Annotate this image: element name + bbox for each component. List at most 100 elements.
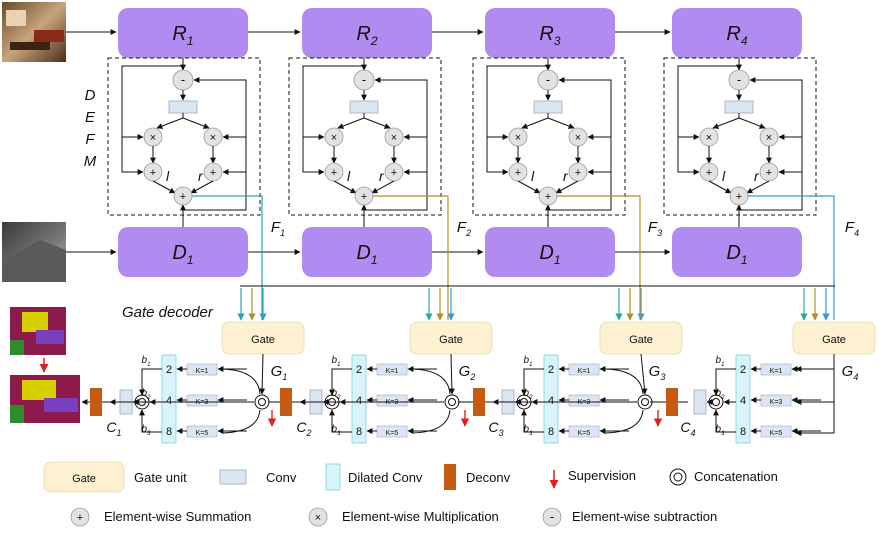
depth-input-image xyxy=(2,222,66,282)
legend-dilated-label: Dilated Conv xyxy=(348,470,423,485)
defm-letter-1: D xyxy=(85,87,96,104)
legend-sum-label: Element-wise Summation xyxy=(104,509,251,524)
concat-inner-4 xyxy=(712,398,720,406)
legend-deconv-swatch xyxy=(444,464,456,490)
dilation-rate-3-1: 2 xyxy=(548,364,554,376)
branch-label-4-1: b1 xyxy=(716,355,725,368)
left-multiplication-op-4: × xyxy=(699,127,719,147)
gate-box-label-4: Gate xyxy=(822,334,846,346)
deconv-block-1 xyxy=(90,388,102,416)
gate-to-concat-arrow-3 xyxy=(640,353,648,395)
dilated-conv-column-3 xyxy=(543,354,559,444)
right-branch-label-3: r xyxy=(563,168,569,184)
kernel-label-1-3: K=5 xyxy=(196,430,209,437)
dilated-conv-column-1 xyxy=(161,354,177,444)
legend-sum-symbol: + xyxy=(77,512,83,524)
dilation-rate-2-1: 2 xyxy=(356,364,362,376)
legend-mul-circle xyxy=(308,507,328,527)
branch-label-1-3: b3 xyxy=(142,424,152,437)
branch-label-2-1: b1 xyxy=(332,355,341,368)
gate-concat-outer-3 xyxy=(637,394,653,410)
feature-lines xyxy=(192,195,835,321)
subtraction-op-1-symbol: - xyxy=(181,72,185,87)
decoder-output-label-2: C2 xyxy=(296,419,311,438)
subtraction-op-2-symbol: - xyxy=(362,72,366,87)
legend-gate-box-label: Gate xyxy=(72,473,96,485)
gate-output-label-4: G4 xyxy=(842,363,859,382)
legend-conv-label: Conv xyxy=(266,470,297,485)
subtraction-op-1: - xyxy=(172,69,194,91)
right-summation-op-4: + xyxy=(759,162,779,182)
dilation-rate-1-2: 4 xyxy=(166,395,172,407)
left-multiplication-op-2-symbol: × xyxy=(331,132,337,144)
left-multiplication-op-1: × xyxy=(143,127,163,147)
rgb-encoder-label-3: R3 xyxy=(539,23,560,48)
fusion-output-wire-2 xyxy=(373,195,449,320)
legend-concat-inner xyxy=(673,472,683,482)
right-branch-label-1: r xyxy=(198,168,204,184)
left-branch-label-4: l xyxy=(722,168,726,184)
fusion-output-label-4: F4 xyxy=(845,219,859,238)
left-summation-op-4: + xyxy=(699,162,719,182)
left-multiplication-op-1-symbol: × xyxy=(150,132,156,144)
right-summation-op-4-symbol: + xyxy=(766,167,772,179)
right-summation-op-2-symbol: + xyxy=(391,167,397,179)
legend-mul-symbol: × xyxy=(315,512,321,524)
fusion-module-box-3 xyxy=(472,57,626,216)
gate-to-concat-arrow-2 xyxy=(448,353,455,395)
legend-concat-label: Concatenation xyxy=(694,469,778,484)
kernel-label-3-3: K=5 xyxy=(578,430,591,437)
concat-branch-3-3 xyxy=(521,409,544,433)
branch-label-2-3: b3 xyxy=(332,424,342,437)
left-to-final-add-arrow-1 xyxy=(152,180,176,194)
depth-encoder-label-3: D1 xyxy=(539,242,560,267)
gate-box-label-3: Gate xyxy=(629,334,653,346)
dilation-rate-3-3: 8 xyxy=(548,426,554,438)
deconv-block-4 xyxy=(666,388,678,416)
gate-curve-bottom-3 xyxy=(604,409,644,434)
dilated-conv-column-4 xyxy=(735,354,751,444)
legend-mul-label: Element-wise Multiplication xyxy=(342,509,499,524)
defm-letter-2: E xyxy=(85,109,96,126)
rgb-input-image xyxy=(2,2,66,62)
right-branch-label-2: r xyxy=(379,168,385,184)
right-skip-path-4 xyxy=(738,77,803,211)
left-summation-op-3: + xyxy=(508,162,528,182)
conv-to-right-mul-arrow-2 xyxy=(363,117,391,129)
fusion-output-wire-1 xyxy=(192,195,263,320)
conv-to-left-mul-arrow-1 xyxy=(156,113,184,129)
decoder-output-label-3: C3 xyxy=(488,419,503,438)
decoder-output-label-4: C4 xyxy=(680,419,695,438)
kernel-label-3-1: K=1 xyxy=(578,368,591,375)
concat-branch-3-4 xyxy=(713,409,736,433)
left-multiplication-op-3-symbol: × xyxy=(515,132,521,144)
left-summation-op-2-symbol: + xyxy=(331,167,337,179)
kernel-label-1-1: K=1 xyxy=(196,368,209,375)
right-multiplication-op-1: × xyxy=(203,127,223,147)
decoder-stages: 248K=1K=3K=5b1b2b3C1248K=1K=3K=5b1b2b3C2… xyxy=(81,353,835,444)
rgb-encoder-2 xyxy=(302,8,432,58)
depth-encoder-label-2: D1 xyxy=(356,242,377,267)
gate-curve-top-1 xyxy=(221,368,261,395)
fusion-module-box-4 xyxy=(663,57,817,216)
legend-supervision-label: Supervision xyxy=(568,468,636,483)
concat-branch-1-4 xyxy=(713,368,736,396)
fusion-output-wire-4 xyxy=(748,195,835,320)
final-summation-op-1: + xyxy=(173,186,193,206)
deconv-block-3 xyxy=(473,388,485,416)
left-summation-op-1-symbol: + xyxy=(150,167,156,179)
right-skip-path-2 xyxy=(363,77,428,211)
conv-to-right-mul-arrow-3 xyxy=(547,117,575,129)
kernel-label-2-1: K=1 xyxy=(386,368,399,375)
rgb-encoder-label-1: R1 xyxy=(172,23,193,48)
fusion-conv-1 xyxy=(168,100,198,114)
right-multiplication-op-4: × xyxy=(759,127,779,147)
left-skip-path-4 xyxy=(677,65,740,175)
fusion-output-wire-3 xyxy=(557,195,641,320)
rgb-encoder-4 xyxy=(672,8,802,58)
